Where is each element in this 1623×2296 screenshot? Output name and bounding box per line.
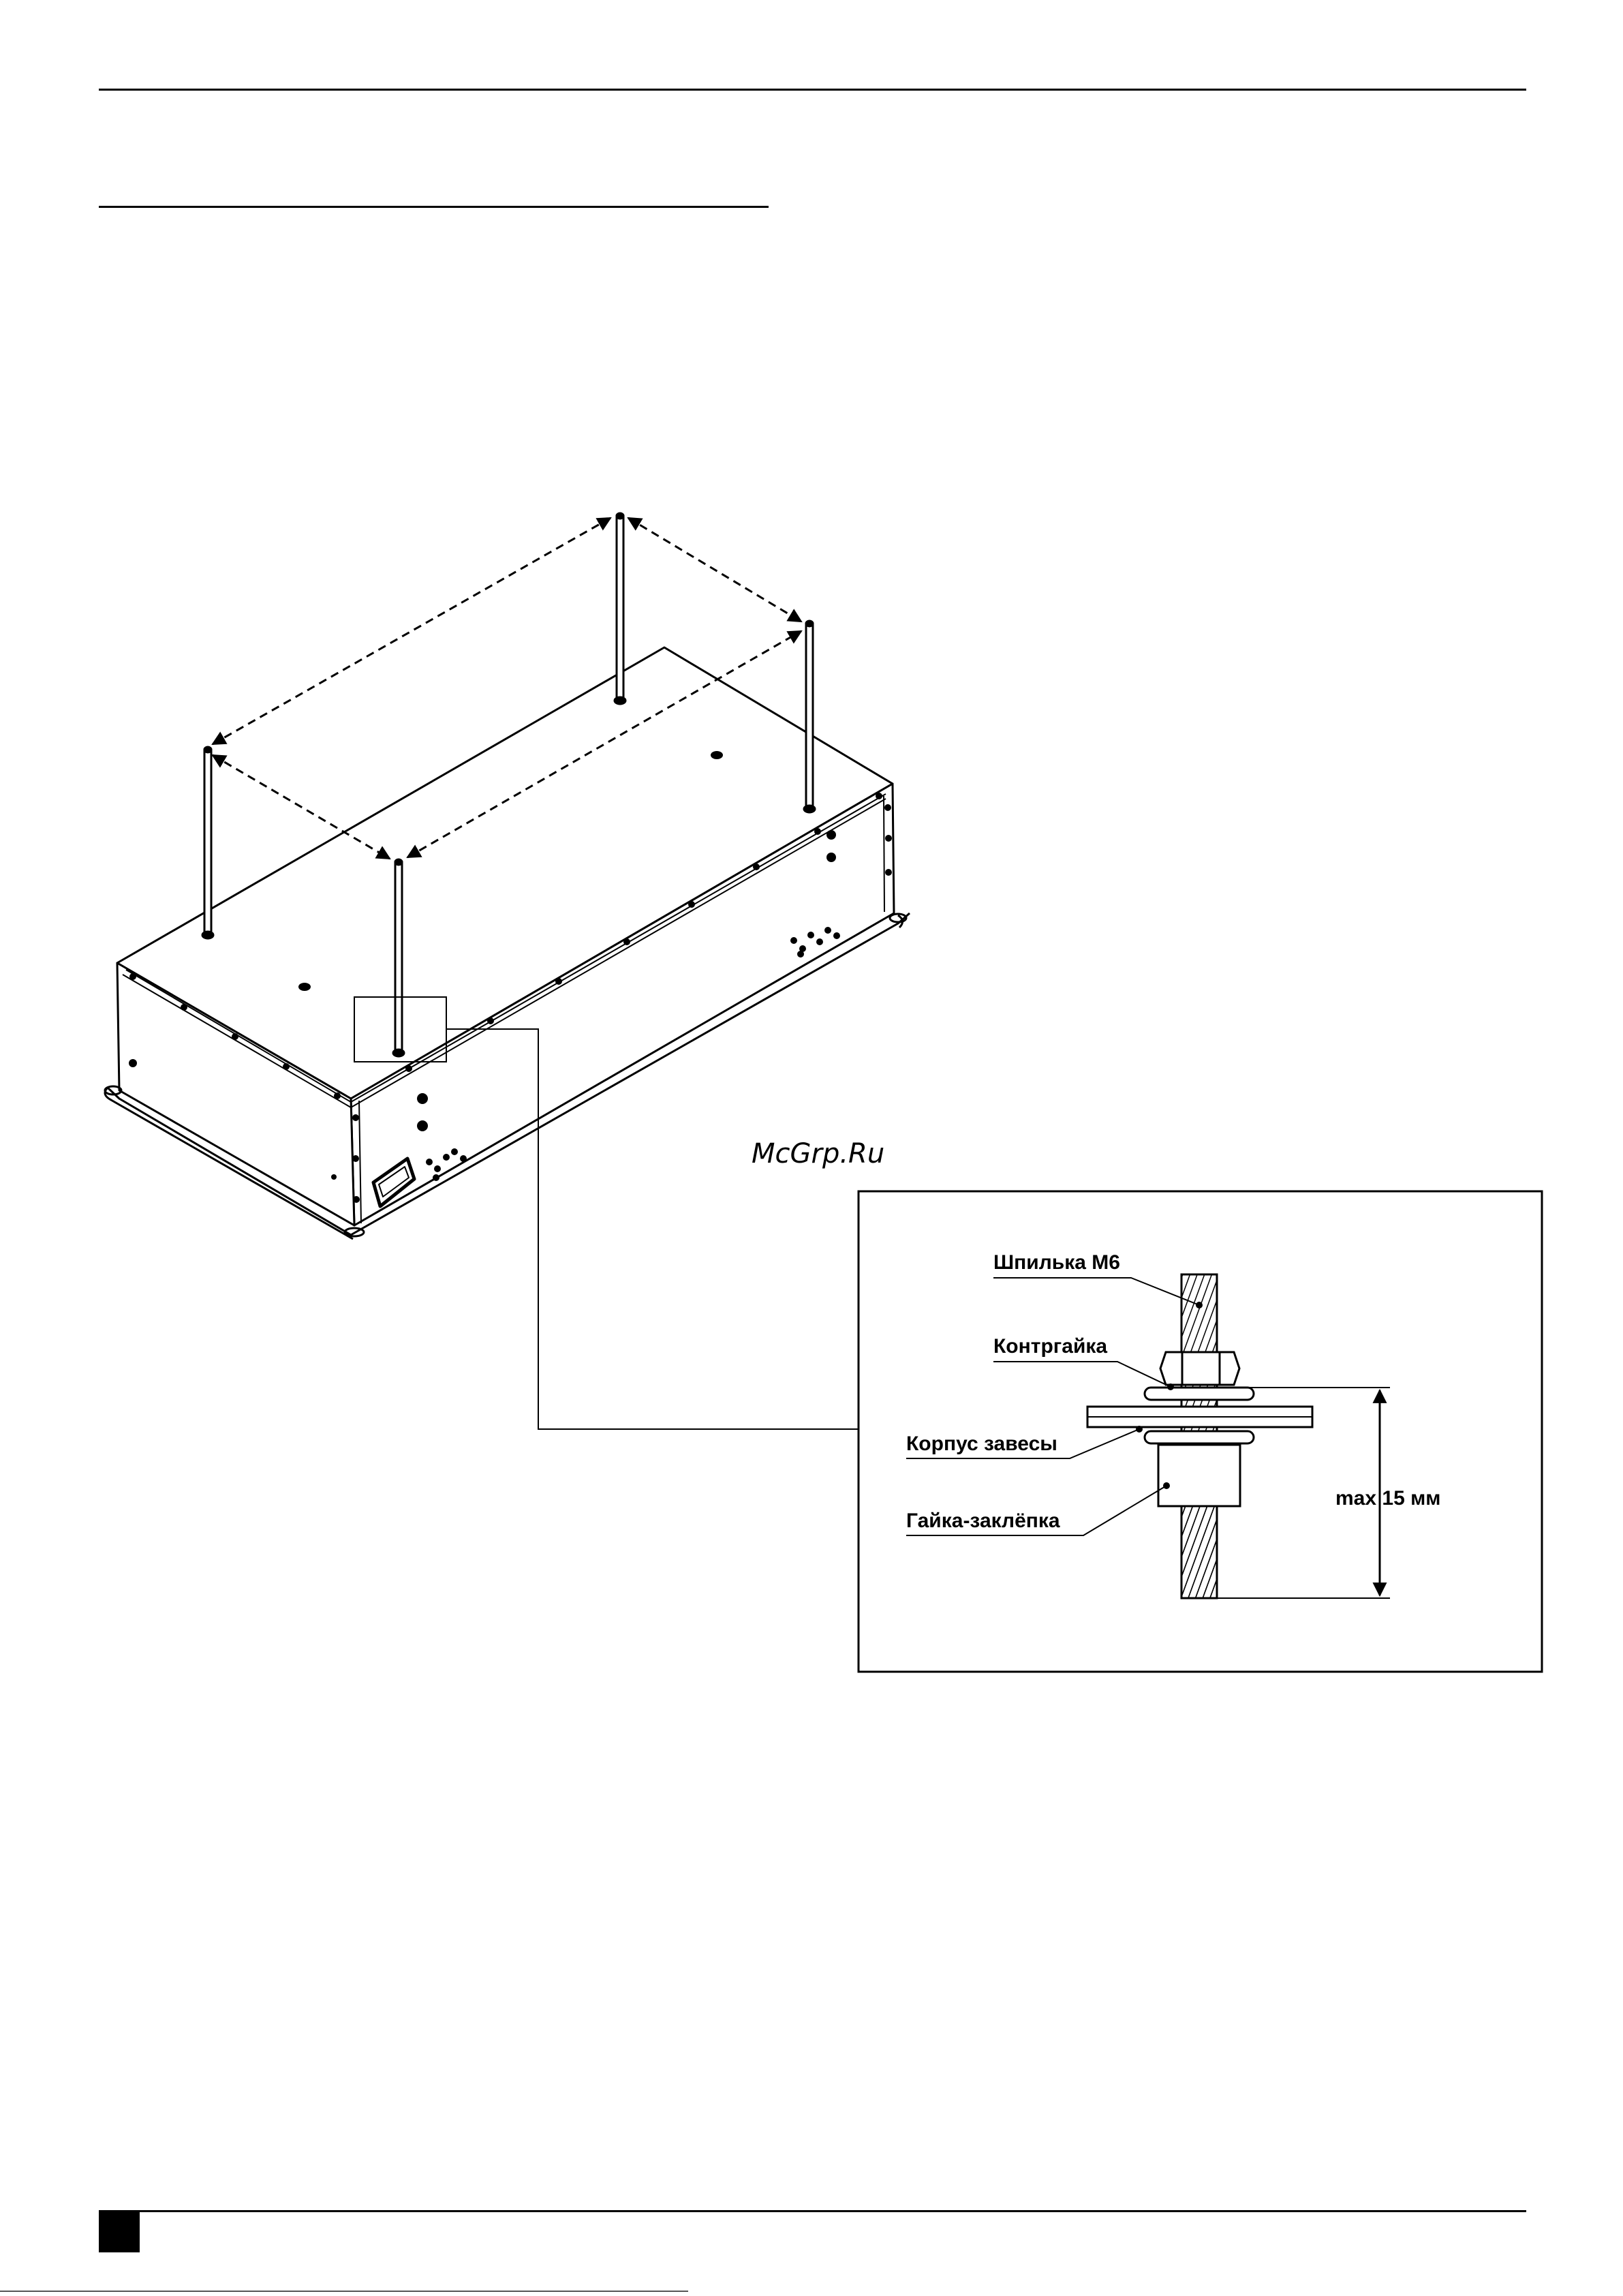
rod-front-right [806, 624, 813, 808]
label-housing: Корпус завесы [906, 1433, 1057, 1455]
rod-front-left [395, 862, 402, 1052]
dimension-label: max 15 мм [1335, 1487, 1440, 1510]
locknut-shape [1160, 1352, 1239, 1385]
rod-rear-right [617, 516, 623, 700]
label-rivet-nut: Гайка-заклёпка [906, 1510, 1060, 1532]
label-stud: Шпилька М6 [993, 1251, 1120, 1274]
rod-rear-left [204, 750, 211, 934]
detail-view: max 15 мм Шпилька М6 Контргайка Корпус з… [859, 1191, 1542, 1672]
label-locknut: Контргайка [993, 1335, 1107, 1358]
watermark-text: McGrp.Ru [752, 1138, 884, 1169]
